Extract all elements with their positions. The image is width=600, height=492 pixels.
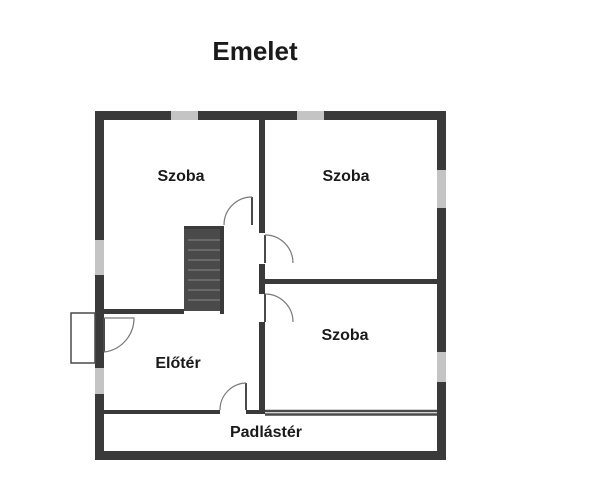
door-swing-arc — [219, 382, 247, 411]
window-top-right — [297, 111, 324, 120]
interior-walls — [104, 120, 437, 416]
plan-title: Emelet — [212, 36, 298, 66]
outer-wall-right — [437, 111, 446, 460]
room-label-top-left: Szoba — [157, 168, 204, 185]
windows — [95, 111, 446, 394]
wall-vertical-center-bottom — [259, 322, 265, 412]
door-swing-arc — [264, 293, 294, 323]
wall-right-divider — [265, 279, 437, 284]
door-top-left-room — [223, 196, 253, 226]
room-label-attic: Padlástér — [230, 424, 302, 441]
window-top-left — [171, 111, 198, 120]
door-exterior — [103, 317, 135, 353]
room-label-top-right: Szoba — [322, 168, 369, 185]
outer-wall-left — [95, 111, 104, 460]
staircase — [184, 229, 220, 311]
window-right-upper — [437, 170, 446, 208]
wall-vertical-center-lower — [259, 264, 265, 294]
wall-attic-divider-left — [104, 410, 220, 414]
outer-walls — [95, 111, 446, 460]
door-swing-arc — [264, 234, 294, 264]
door-attic — [219, 382, 247, 411]
door-bottom-right-room — [264, 293, 294, 323]
wall-vertical-center-upper — [259, 120, 265, 233]
door-swing-arc — [223, 196, 253, 226]
outer-wall-bottom — [95, 451, 446, 460]
room-labels: Szoba Szoba Szoba Előtér Padlástér — [155, 168, 369, 441]
wall-stair-right — [220, 226, 224, 314]
wall-stair-top — [184, 226, 224, 229]
door-top-right-room — [264, 234, 294, 264]
outer-wall-top — [95, 111, 446, 120]
exterior-landing — [70, 312, 96, 364]
wall-attic-divider-mid — [246, 410, 265, 414]
window-right-lower — [437, 352, 446, 382]
doors — [103, 196, 294, 411]
door-swing-arc — [103, 317, 135, 353]
window-left-lower — [95, 368, 104, 394]
room-label-bottom-right: Szoba — [321, 327, 368, 344]
window-left-upper — [95, 240, 104, 275]
wall-left-divider — [104, 309, 184, 314]
room-label-hall: Előtér — [155, 355, 200, 372]
